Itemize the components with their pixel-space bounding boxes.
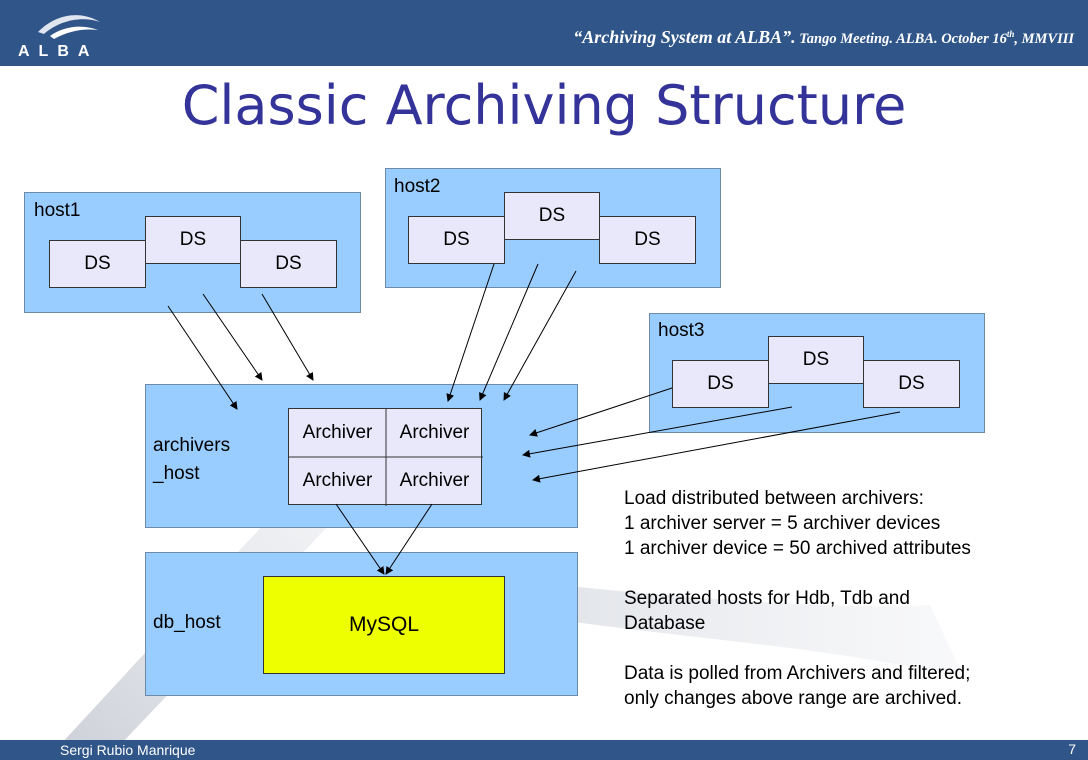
arrow-host1-archivers: [261, 293, 314, 381]
note-line: Database: [624, 613, 706, 634]
author-name: Sergi Rubio Manrique: [60, 742, 196, 758]
note-line: only changes above range are archived.: [624, 688, 963, 709]
footer-bar: Sergi Rubio Manrique 7: [0, 740, 1088, 760]
ds-box: DS: [145, 216, 241, 264]
arrow-host2-archivers: [446, 263, 495, 402]
svg-text:ALBA: ALBA: [18, 43, 98, 60]
archivers-host-label: archivers _host: [153, 432, 230, 488]
ds-box: DS: [408, 216, 505, 264]
arrow-host3-archivers: [529, 387, 673, 437]
alba-logo: ALBA: [18, 15, 100, 60]
note-line: 1 archiver server = 5 archiver devices: [624, 513, 941, 534]
note-line: 1 archiver device = 50 archived attribut…: [624, 538, 971, 559]
note-spacer: [624, 636, 971, 661]
ds-box: DS: [599, 216, 696, 264]
arrow-host1-archivers: [202, 293, 263, 381]
ds-box: DS: [768, 336, 864, 384]
ds-box: DS: [672, 360, 769, 408]
notes-text: Load distributed between archivers: 1 ar…: [624, 486, 971, 711]
ds-box: DS: [504, 192, 600, 240]
archiver-cell: Archiver: [302, 422, 373, 443]
arrow-host3-archivers: [532, 411, 901, 483]
arrow-archiver-mysql: [335, 503, 385, 575]
host2-label: host2: [394, 176, 441, 197]
archivers-host-label-line2: _host: [153, 463, 200, 484]
arrow-archiver-mysql: [385, 503, 433, 575]
archiver-cell: Archiver: [399, 422, 470, 443]
note-line: Separated hosts for Hdb, Tdb and: [624, 588, 910, 609]
presentation-title: “Archiving System at ALBA”.: [573, 27, 796, 47]
page-number: 7: [1068, 741, 1076, 757]
mysql-box: MySQL: [263, 576, 505, 674]
archiver-grid: Archiver Archiver Archiver Archiver: [288, 408, 483, 506]
ds-box: DS: [240, 240, 337, 288]
host3-label: host3: [658, 320, 705, 341]
host1-label: host1: [34, 200, 81, 221]
date-suffix: th: [1006, 29, 1015, 40]
archiver-cell: Archiver: [399, 470, 470, 491]
arrow-host3-archivers: [522, 406, 793, 458]
note-line: Data is polled from Archivers and filter…: [624, 663, 971, 684]
meeting-year: , MMVIII: [1014, 31, 1074, 47]
arrow-host2-archivers: [479, 263, 539, 401]
archivers-host-label-line1: archivers: [153, 435, 231, 456]
arrow-host2-archivers: [503, 270, 577, 401]
arrow-host1-archivers: [167, 305, 238, 410]
note-line: Load distributed between archivers:: [624, 488, 924, 509]
ds-box: DS: [863, 360, 960, 408]
header-caption: “Archiving System at ALBA”. Tango Meetin…: [573, 27, 1074, 48]
note-spacer: [624, 561, 971, 586]
ds-box: DS: [49, 240, 146, 288]
archiver-cell: Archiver: [302, 470, 373, 491]
db-host-label: db_host: [153, 612, 221, 633]
slide-title: Classic Archiving Structure: [181, 74, 907, 137]
meeting-info: Tango Meeting. ALBA. October 16: [799, 31, 1007, 47]
header-bar: ALBA “Archiving System at ALBA”. Tango M…: [0, 0, 1088, 66]
